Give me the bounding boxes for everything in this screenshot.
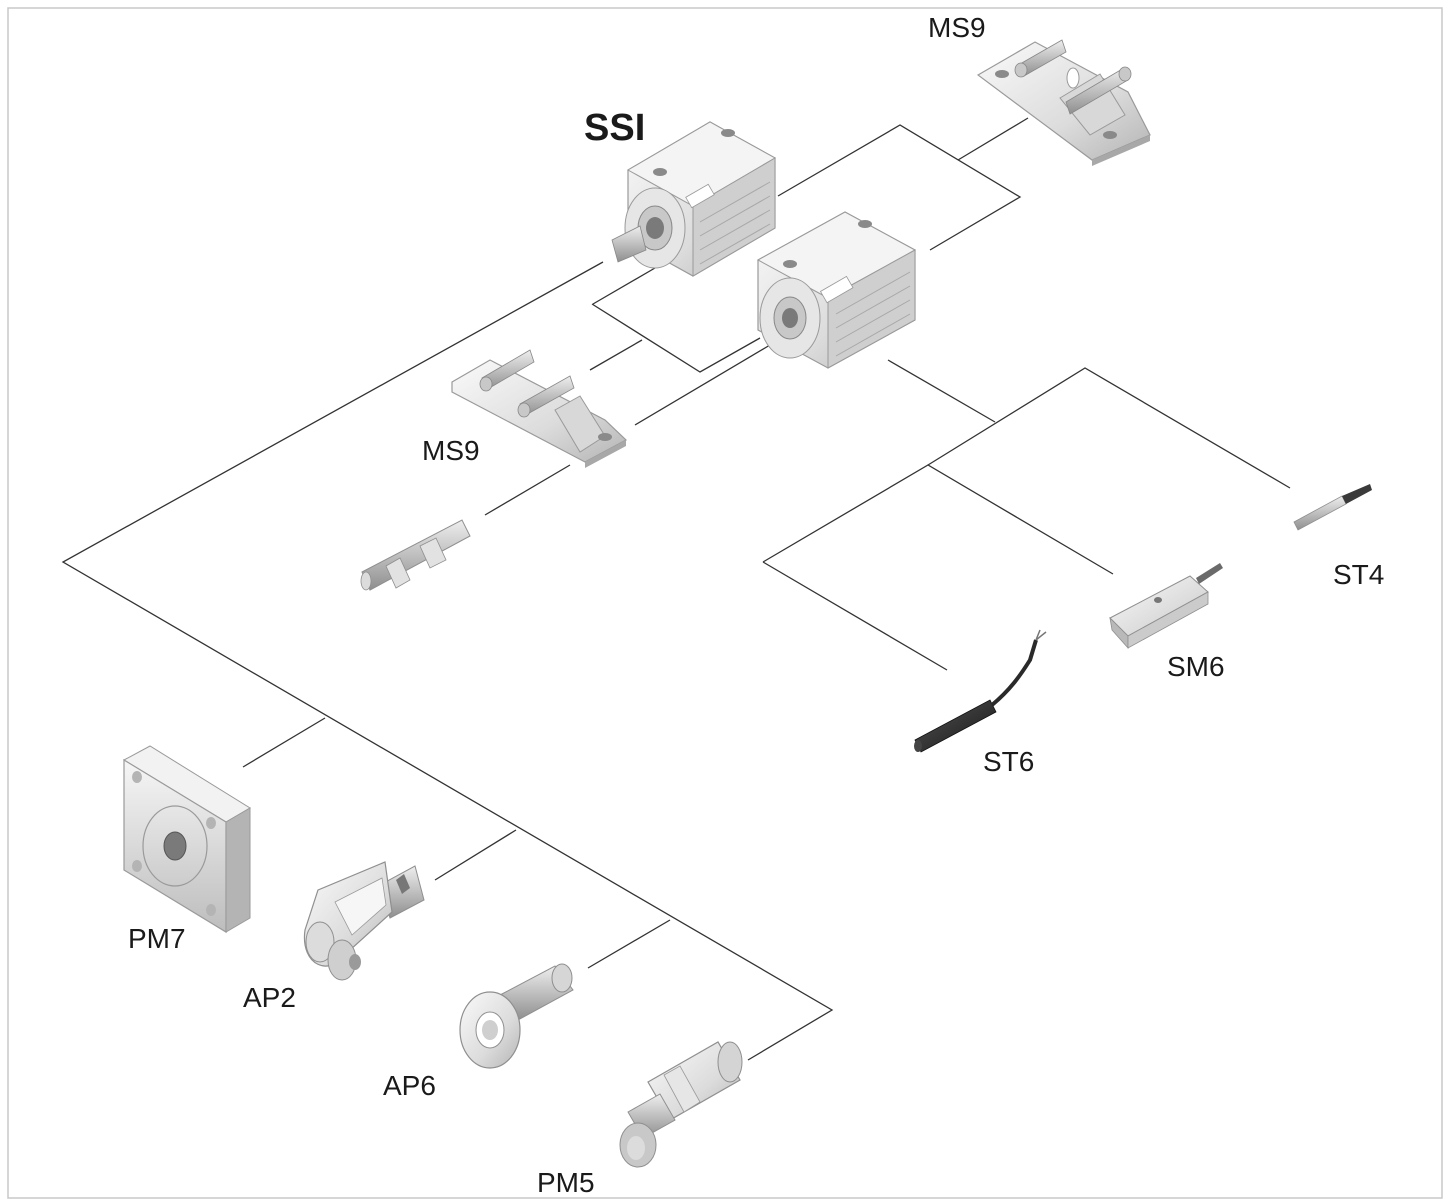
pm7-flange [122, 745, 251, 934]
pm5-coupling [619, 1041, 743, 1168]
threaded-sensor [360, 519, 471, 591]
sm6-sensor [1109, 563, 1223, 650]
label-pm7: PM7 [128, 923, 186, 954]
label-pm5: PM5 [537, 1167, 595, 1198]
st6-sensor [914, 629, 1047, 753]
label-ms9-top: MS9 [928, 12, 986, 43]
label-ap6: AP6 [383, 1070, 436, 1101]
ssi-cylinder-back [756, 211, 917, 369]
label-st4: ST4 [1333, 559, 1384, 590]
st4-sensor [1293, 484, 1372, 531]
diagram-title: SSI [584, 107, 645, 149]
label-sm6: SM6 [1167, 651, 1225, 682]
label-st6: ST6 [983, 746, 1034, 777]
ssi-cylinder-front [611, 121, 777, 277]
ap2-clevis [303, 861, 425, 981]
connector-lines [61, 117, 1291, 1061]
label-ms9-mid: MS9 [422, 435, 480, 466]
ap6-rod-end [459, 963, 574, 1069]
frame-border [7, 7, 1443, 1199]
ms9-mid-bracket [451, 349, 628, 468]
label-ap2: AP2 [243, 982, 296, 1013]
ms9-top-bracket [976, 39, 1151, 166]
